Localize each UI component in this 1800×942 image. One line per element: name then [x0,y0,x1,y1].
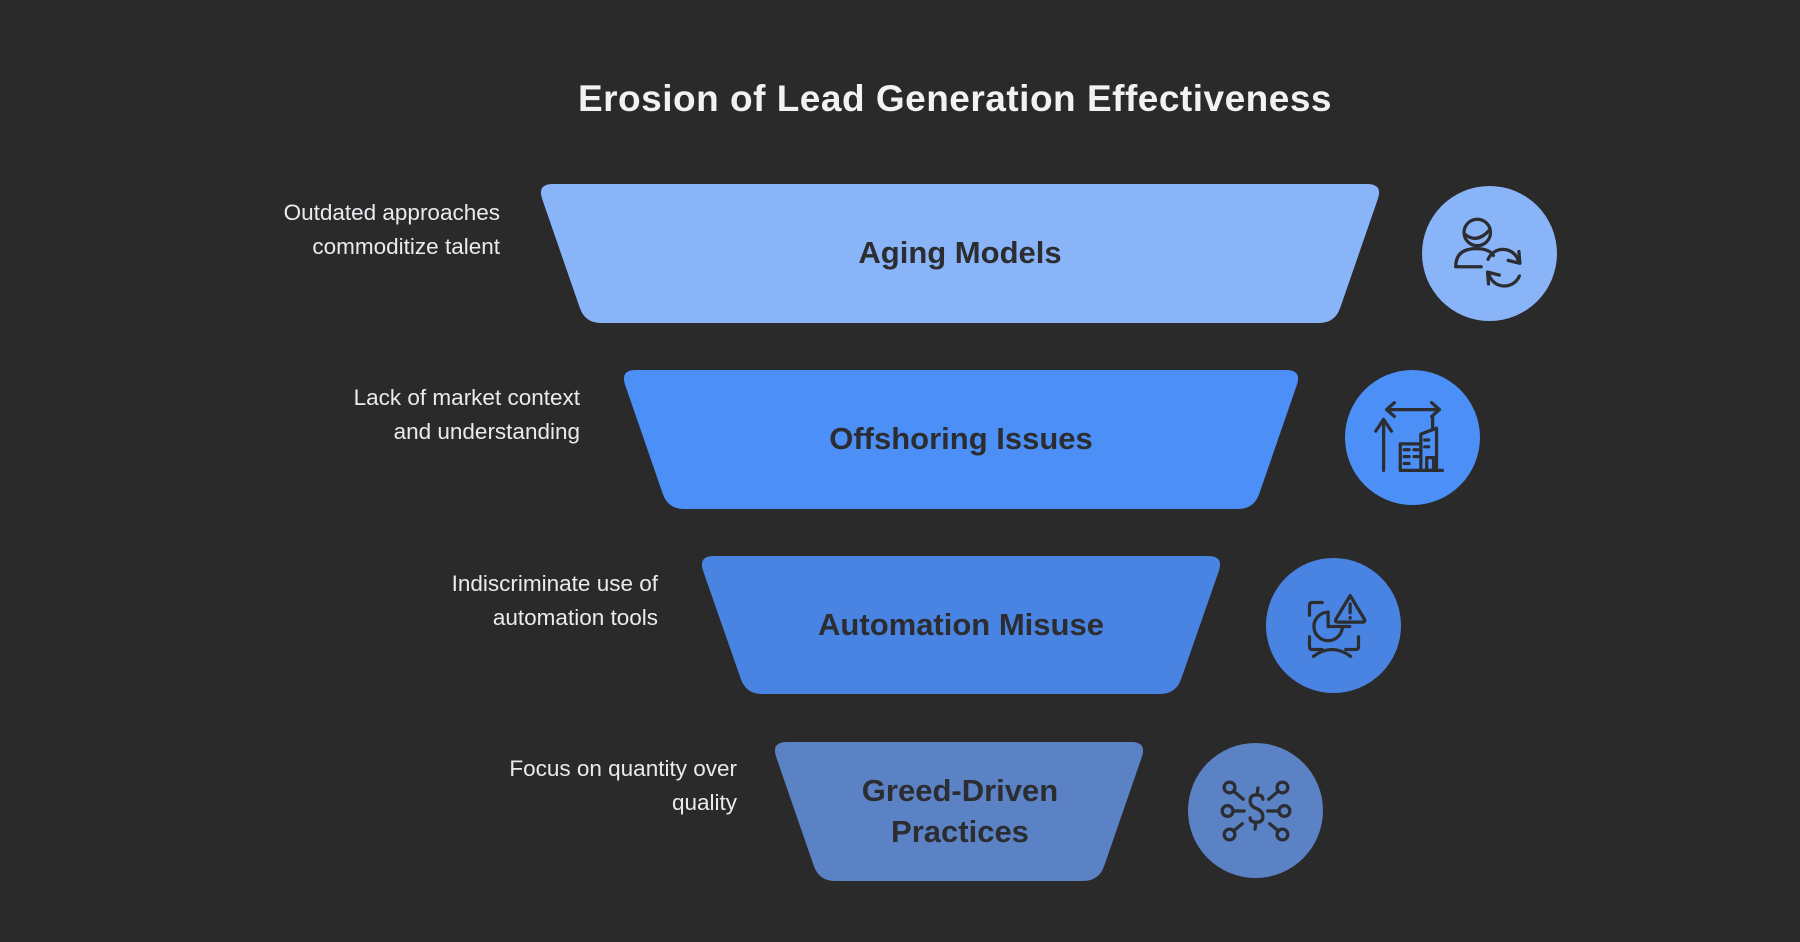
side-note-automation-misuse: Indiscriminate use of automation tools [451,571,658,630]
funnel-label-automation-misuse: Automation Misuse [818,606,1104,642]
building-growth-icon [1345,370,1480,505]
funnel-segment-offshoring-issues [623,370,1299,509]
funnel-label-greed-driven: Greed-Driven Practices [861,773,1059,849]
funnel-segment-aging-models [540,184,1380,323]
person-refresh-icon [1422,186,1557,321]
diagram-title: Erosion of Lead Generation Effectiveness [577,78,1333,119]
automation-warning-icon [1266,558,1401,693]
funnel-segment-greed-driven [774,742,1144,881]
funnel-label-aging-models: Aging Models [858,235,1062,271]
funnel-label-offshoring-issues: Offshoring Issues [829,421,1093,457]
side-note-offshoring-issues: Lack of market context and understanding [353,385,580,444]
money-network-icon [1188,743,1323,878]
funnel-segment-automation-misuse [701,556,1221,694]
side-note-greed-driven: Focus on quantity over quality [509,756,737,815]
side-note-aging-models: Outdated approaches commoditize talent [283,200,500,259]
